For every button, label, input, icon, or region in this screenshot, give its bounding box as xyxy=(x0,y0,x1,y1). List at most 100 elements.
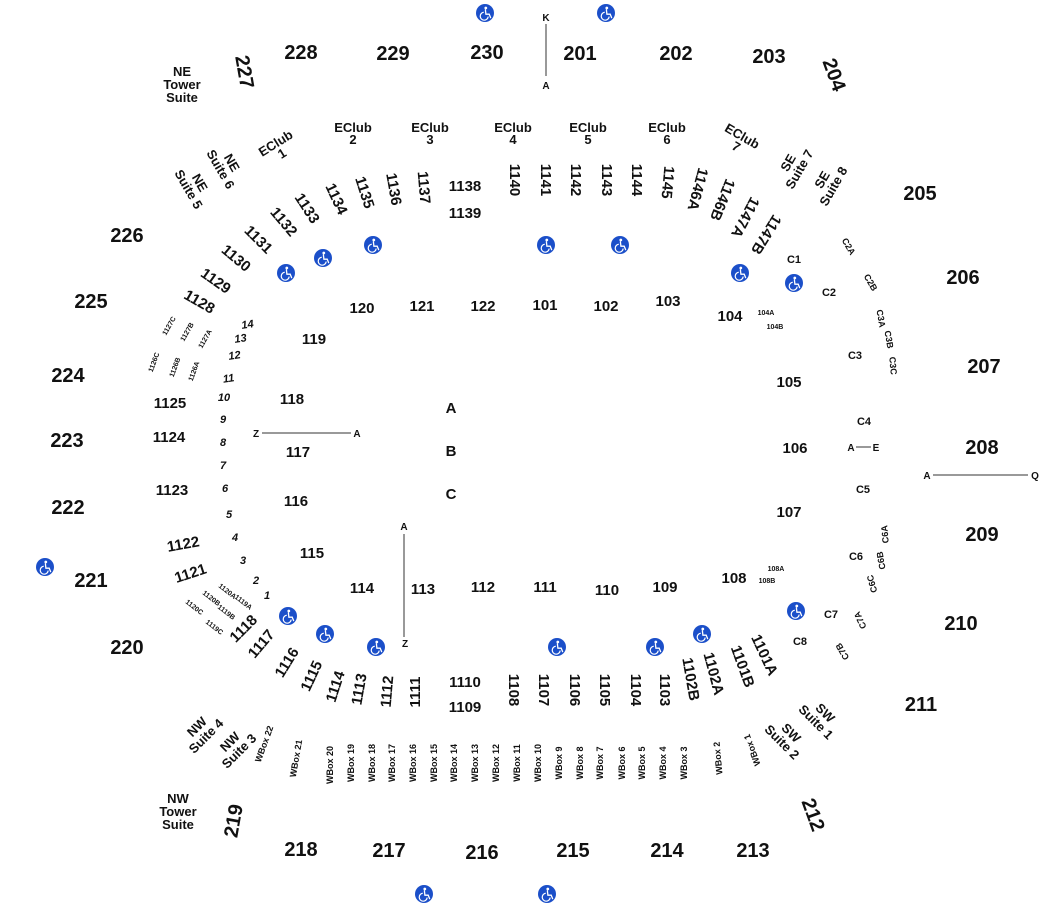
section-104[interactable]: 104 xyxy=(717,308,743,325)
section-115[interactable]: 115 xyxy=(300,545,324,562)
floor-c[interactable]: C xyxy=(446,486,457,503)
section-208[interactable]: 208 xyxy=(965,437,998,459)
section-1119B[interactable]: 1119B xyxy=(216,604,236,622)
section-215[interactable]: 215 xyxy=(556,840,589,862)
section-1110[interactable]: 1110 xyxy=(449,674,481,691)
wbox-5[interactable]: WBox 5 xyxy=(637,746,647,779)
section-114[interactable]: 114 xyxy=(350,580,375,597)
section-207[interactable]: 207 xyxy=(967,356,1000,378)
wbox-14[interactable]: WBox 14 xyxy=(449,744,459,782)
section-c6[interactable]: C6 xyxy=(849,551,863,563)
floor-b[interactable]: B xyxy=(446,443,457,460)
section-206[interactable]: 206 xyxy=(946,267,979,289)
section-1114[interactable]: 1114 xyxy=(323,668,349,704)
wbox-2[interactable]: WBox 2 xyxy=(712,741,725,775)
section-225[interactable]: 225 xyxy=(74,291,107,313)
section-223[interactable]: 223 xyxy=(50,430,83,452)
section-1111[interactable]: 1111 xyxy=(407,677,424,708)
wheelchair-icon[interactable] xyxy=(475,3,495,23)
section-104B[interactable]: 104B xyxy=(767,324,784,331)
section-1136[interactable]: 1136 xyxy=(382,172,404,207)
section-103[interactable]: 103 xyxy=(655,293,680,310)
section-227[interactable]: 227 xyxy=(230,54,257,91)
section-214[interactable]: 214 xyxy=(650,840,684,862)
wbox-4[interactable]: WBox 4 xyxy=(658,746,668,779)
section-1108[interactable]: 1108 xyxy=(505,674,522,707)
section-c8[interactable]: C8 xyxy=(793,636,807,648)
section-1143[interactable]: 1143 xyxy=(598,164,615,197)
wheelchair-icon[interactable] xyxy=(547,637,567,657)
wbox-7[interactable]: WBox 7 xyxy=(595,746,605,779)
section-222[interactable]: 222 xyxy=(51,497,84,519)
section-113[interactable]: 113 xyxy=(411,581,435,598)
section-226[interactable]: 226 xyxy=(110,225,143,247)
section-1119C[interactable]: 1119C xyxy=(204,619,224,637)
section-228[interactable]: 228 xyxy=(284,42,317,64)
section-121[interactable]: 121 xyxy=(409,298,434,315)
section-111[interactable]: 111 xyxy=(533,579,556,596)
section-217[interactable]: 217 xyxy=(372,840,405,862)
section-1119A[interactable]: 1119A xyxy=(233,594,253,612)
wbox-19[interactable]: WBox 19 xyxy=(346,744,356,782)
section-1115[interactable]: 1115 xyxy=(298,658,327,694)
section-203[interactable]: 203 xyxy=(752,46,785,68)
section-116[interactable]: 116 xyxy=(284,493,308,510)
wheelchair-icon[interactable] xyxy=(784,273,804,293)
wheelchair-icon[interactable] xyxy=(313,248,333,268)
section-c3[interactable]: C3 xyxy=(848,350,862,362)
section-c6a[interactable]: C6A xyxy=(879,524,891,543)
wheelchair-icon[interactable] xyxy=(35,557,55,577)
wheelchair-icon[interactable] xyxy=(645,637,665,657)
wheelchair-icon[interactable] xyxy=(363,235,383,255)
section-210[interactable]: 210 xyxy=(944,613,977,635)
section-1137[interactable]: 1137 xyxy=(414,171,434,205)
wheelchair-icon[interactable] xyxy=(537,884,557,904)
section-1145[interactable]: 1145 xyxy=(658,165,678,199)
wbox-15[interactable]: WBox 15 xyxy=(429,744,439,782)
section-1107[interactable]: 1107 xyxy=(535,674,552,707)
section-1127A[interactable]: 1127A xyxy=(198,329,214,350)
wbox-12[interactable]: WBox 12 xyxy=(491,744,501,782)
wbox-10[interactable]: WBox 10 xyxy=(533,744,543,782)
section-213[interactable]: 213 xyxy=(736,840,769,862)
section-1130[interactable]: 1130 xyxy=(218,242,254,276)
wheelchair-icon[interactable] xyxy=(366,637,386,657)
wheelchair-icon[interactable] xyxy=(730,263,750,283)
section-1105[interactable]: 1105 xyxy=(596,674,613,707)
wbox-1[interactable]: WBox 1 xyxy=(742,733,763,767)
section-108[interactable]: 108 xyxy=(721,570,746,587)
wbox-8[interactable]: WBox 8 xyxy=(575,746,585,779)
section-212[interactable]: 212 xyxy=(797,796,829,835)
section-1125[interactable]: 1125 xyxy=(154,395,187,412)
floor-a[interactable]: A xyxy=(446,400,457,417)
section-108A[interactable]: 108A xyxy=(768,566,785,573)
section-118[interactable]: 118 xyxy=(280,391,304,408)
section-1106[interactable]: 1106 xyxy=(566,674,583,707)
section-1126B[interactable]: 1126B xyxy=(169,357,183,378)
eclub-1[interactable]: EClub1 xyxy=(256,127,302,170)
section-218[interactable]: 218 xyxy=(284,839,317,861)
wheelchair-icon[interactable] xyxy=(596,3,616,23)
wbox-18[interactable]: WBox 18 xyxy=(367,744,377,782)
section-102[interactable]: 102 xyxy=(593,298,618,315)
section-1121[interactable]: 1121 xyxy=(173,561,209,587)
section-1133[interactable]: 1133 xyxy=(291,190,323,227)
wbox-11[interactable]: WBox 11 xyxy=(512,744,522,782)
section-1127B[interactable]: 1127B xyxy=(180,322,196,343)
section-106[interactable]: 106 xyxy=(782,440,807,457)
section-c2a[interactable]: C2A xyxy=(840,236,858,257)
wbox-17[interactable]: WBox 17 xyxy=(387,744,397,782)
section-209[interactable]: 209 xyxy=(965,524,998,546)
section-120[interactable]: 120 xyxy=(349,300,374,317)
section-219[interactable]: 219 xyxy=(220,803,247,840)
wheelchair-icon[interactable] xyxy=(536,235,556,255)
suite-se-8[interactable]: SESuite 8 xyxy=(805,158,851,209)
section-1138[interactable]: 1138 xyxy=(449,178,482,195)
section-c5[interactable]: C5 xyxy=(856,484,870,496)
section-104A[interactable]: 104A xyxy=(758,310,775,317)
section-101[interactable]: 101 xyxy=(532,297,557,314)
